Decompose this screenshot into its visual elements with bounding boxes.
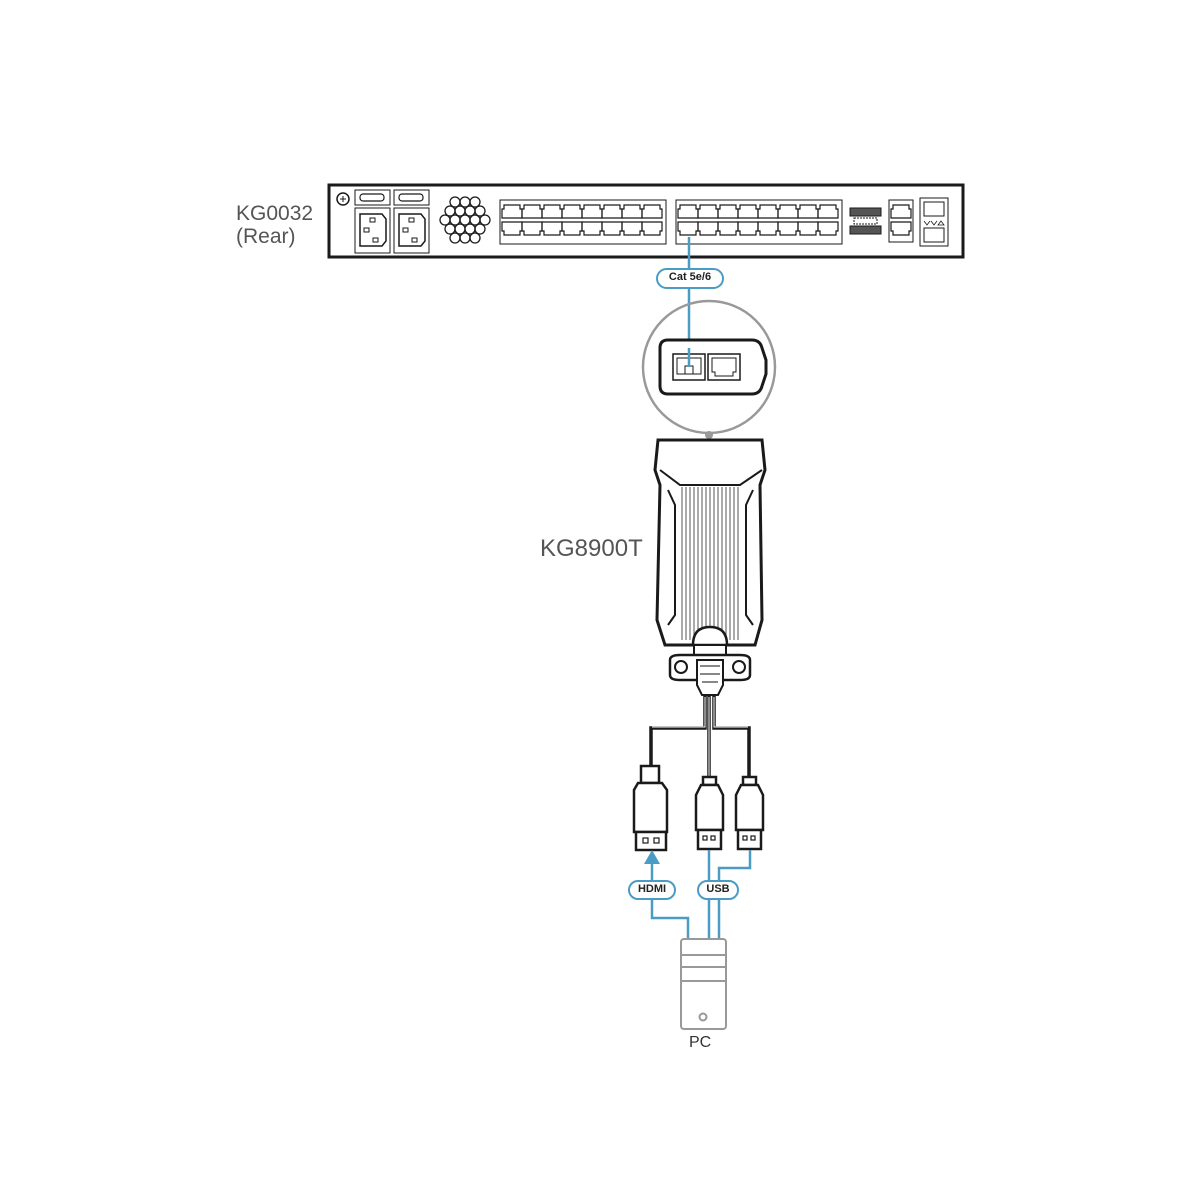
usb-plug-1 (694, 775, 725, 851)
cat5-cable-label: Cat 5e/6 (656, 268, 724, 289)
kg8900t-adapter (653, 438, 767, 696)
hdmi-plug (632, 764, 669, 852)
usb-plug-2 (734, 775, 765, 851)
pc-label: PC (689, 1034, 712, 1051)
kg0032-view-label: (Rear) (236, 225, 296, 248)
hdmi-cable-label: HDMI (628, 880, 676, 900)
kg0032-label: KG0032 (236, 202, 314, 225)
usb-cable-label: USB (697, 880, 739, 900)
fan-vent-icon (439, 196, 491, 244)
kg0032-rear-panel (327, 183, 965, 259)
rj45-port-detail (641, 299, 777, 440)
pc-tower-icon (680, 938, 727, 1030)
breakout-cables (649, 695, 751, 778)
arrow-up-icon (644, 850, 660, 864)
kg8900t-label: KG8900T (540, 535, 643, 562)
